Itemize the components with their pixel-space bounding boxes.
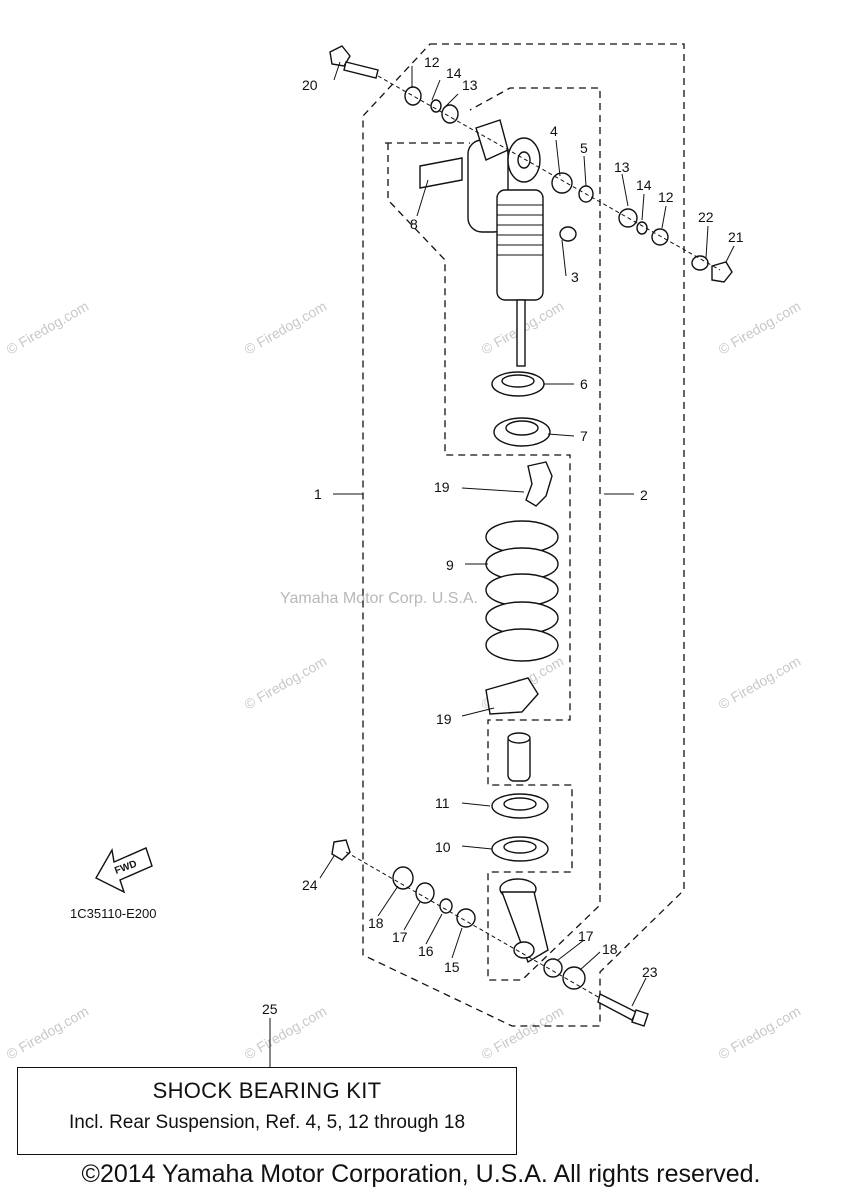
watermark: © Firedog.com: [242, 653, 330, 713]
kit-description: Incl. Rear Suspension, Ref. 4, 5, 12 thr…: [68, 1112, 466, 1133]
watermark: © Firedog.com: [4, 298, 92, 358]
callout-20: 20: [302, 77, 318, 93]
watermark: © Firedog.com: [716, 653, 804, 713]
callout-1: 1: [314, 486, 322, 502]
callout-17-left: 17: [392, 929, 408, 945]
callout-19-bottom: 19: [436, 711, 452, 727]
assembly-2-outline: [385, 87, 601, 981]
watermark: © Firedog.com: [479, 1003, 567, 1063]
callout-14-right: 14: [636, 177, 652, 193]
callout-3: 3: [571, 269, 579, 285]
callout-12-right: 12: [658, 189, 674, 205]
callout-15: 15: [444, 959, 460, 975]
fwd-arrow: FWD: [95, 847, 153, 894]
watermarks: © Firedog.com © Firedog.com © Firedog.co…: [4, 298, 804, 1063]
callout-9: 9: [446, 557, 454, 573]
watermark: © Firedog.com: [716, 298, 804, 358]
callout-18-left: 18: [368, 915, 384, 931]
callout-17-right: 17: [578, 928, 594, 944]
diagram-code: 1C35110-E200: [70, 906, 157, 921]
kit-title: SHOCK BEARING KIT: [152, 1078, 382, 1103]
spring: [485, 461, 559, 715]
callout-2: 2: [640, 487, 648, 503]
upper-hardware: [329, 45, 733, 283]
callout-11: 11: [435, 795, 450, 811]
callout-22: 22: [698, 209, 714, 225]
callout-7: 7: [580, 428, 588, 444]
callout-23: 23: [642, 964, 658, 980]
callout-6: 6: [580, 376, 588, 392]
shock-absorber: [419, 119, 544, 367]
watermark: © Firedog.com: [4, 1003, 92, 1063]
watermark: © Firedog.com: [242, 298, 330, 358]
callout-18-right: 18: [602, 941, 618, 957]
leader-lines: [269, 61, 735, 1067]
callout-25: 25: [262, 1001, 278, 1017]
bump-stop: [491, 732, 549, 862]
callout-8: 8: [410, 216, 418, 232]
callout-13-top: 13: [462, 77, 478, 93]
callout-24: 24: [302, 877, 318, 893]
callout-19-top: 19: [434, 479, 450, 495]
watermark: © Firedog.com: [242, 1003, 330, 1063]
callouts: 1 2 3 4 5 6 7 8 9 10 11 12 12 13 13 14 1…: [262, 54, 744, 1017]
callout-10: 10: [435, 839, 451, 855]
callout-12-top: 12: [424, 54, 440, 70]
copyright-notice: ©2014 Yamaha Motor Corporation, U.S.A. A…: [81, 1160, 761, 1188]
callout-4: 4: [550, 123, 558, 139]
lock-nuts: [491, 371, 551, 447]
callout-13-right: 13: [614, 159, 630, 175]
center-watermark: Yamaha Motor Corp. U.S.A.: [280, 590, 478, 607]
callout-16: 16: [418, 943, 434, 959]
callout-14-top: 14: [446, 65, 462, 81]
shock-bearing-kit-box: SHOCK BEARING KIT Incl. Rear Suspension,…: [17, 1067, 517, 1155]
callout-5: 5: [580, 140, 588, 156]
lower-clevis: [331, 839, 649, 1027]
callout-21: 21: [728, 229, 744, 245]
watermark: © Firedog.com: [716, 1003, 804, 1063]
